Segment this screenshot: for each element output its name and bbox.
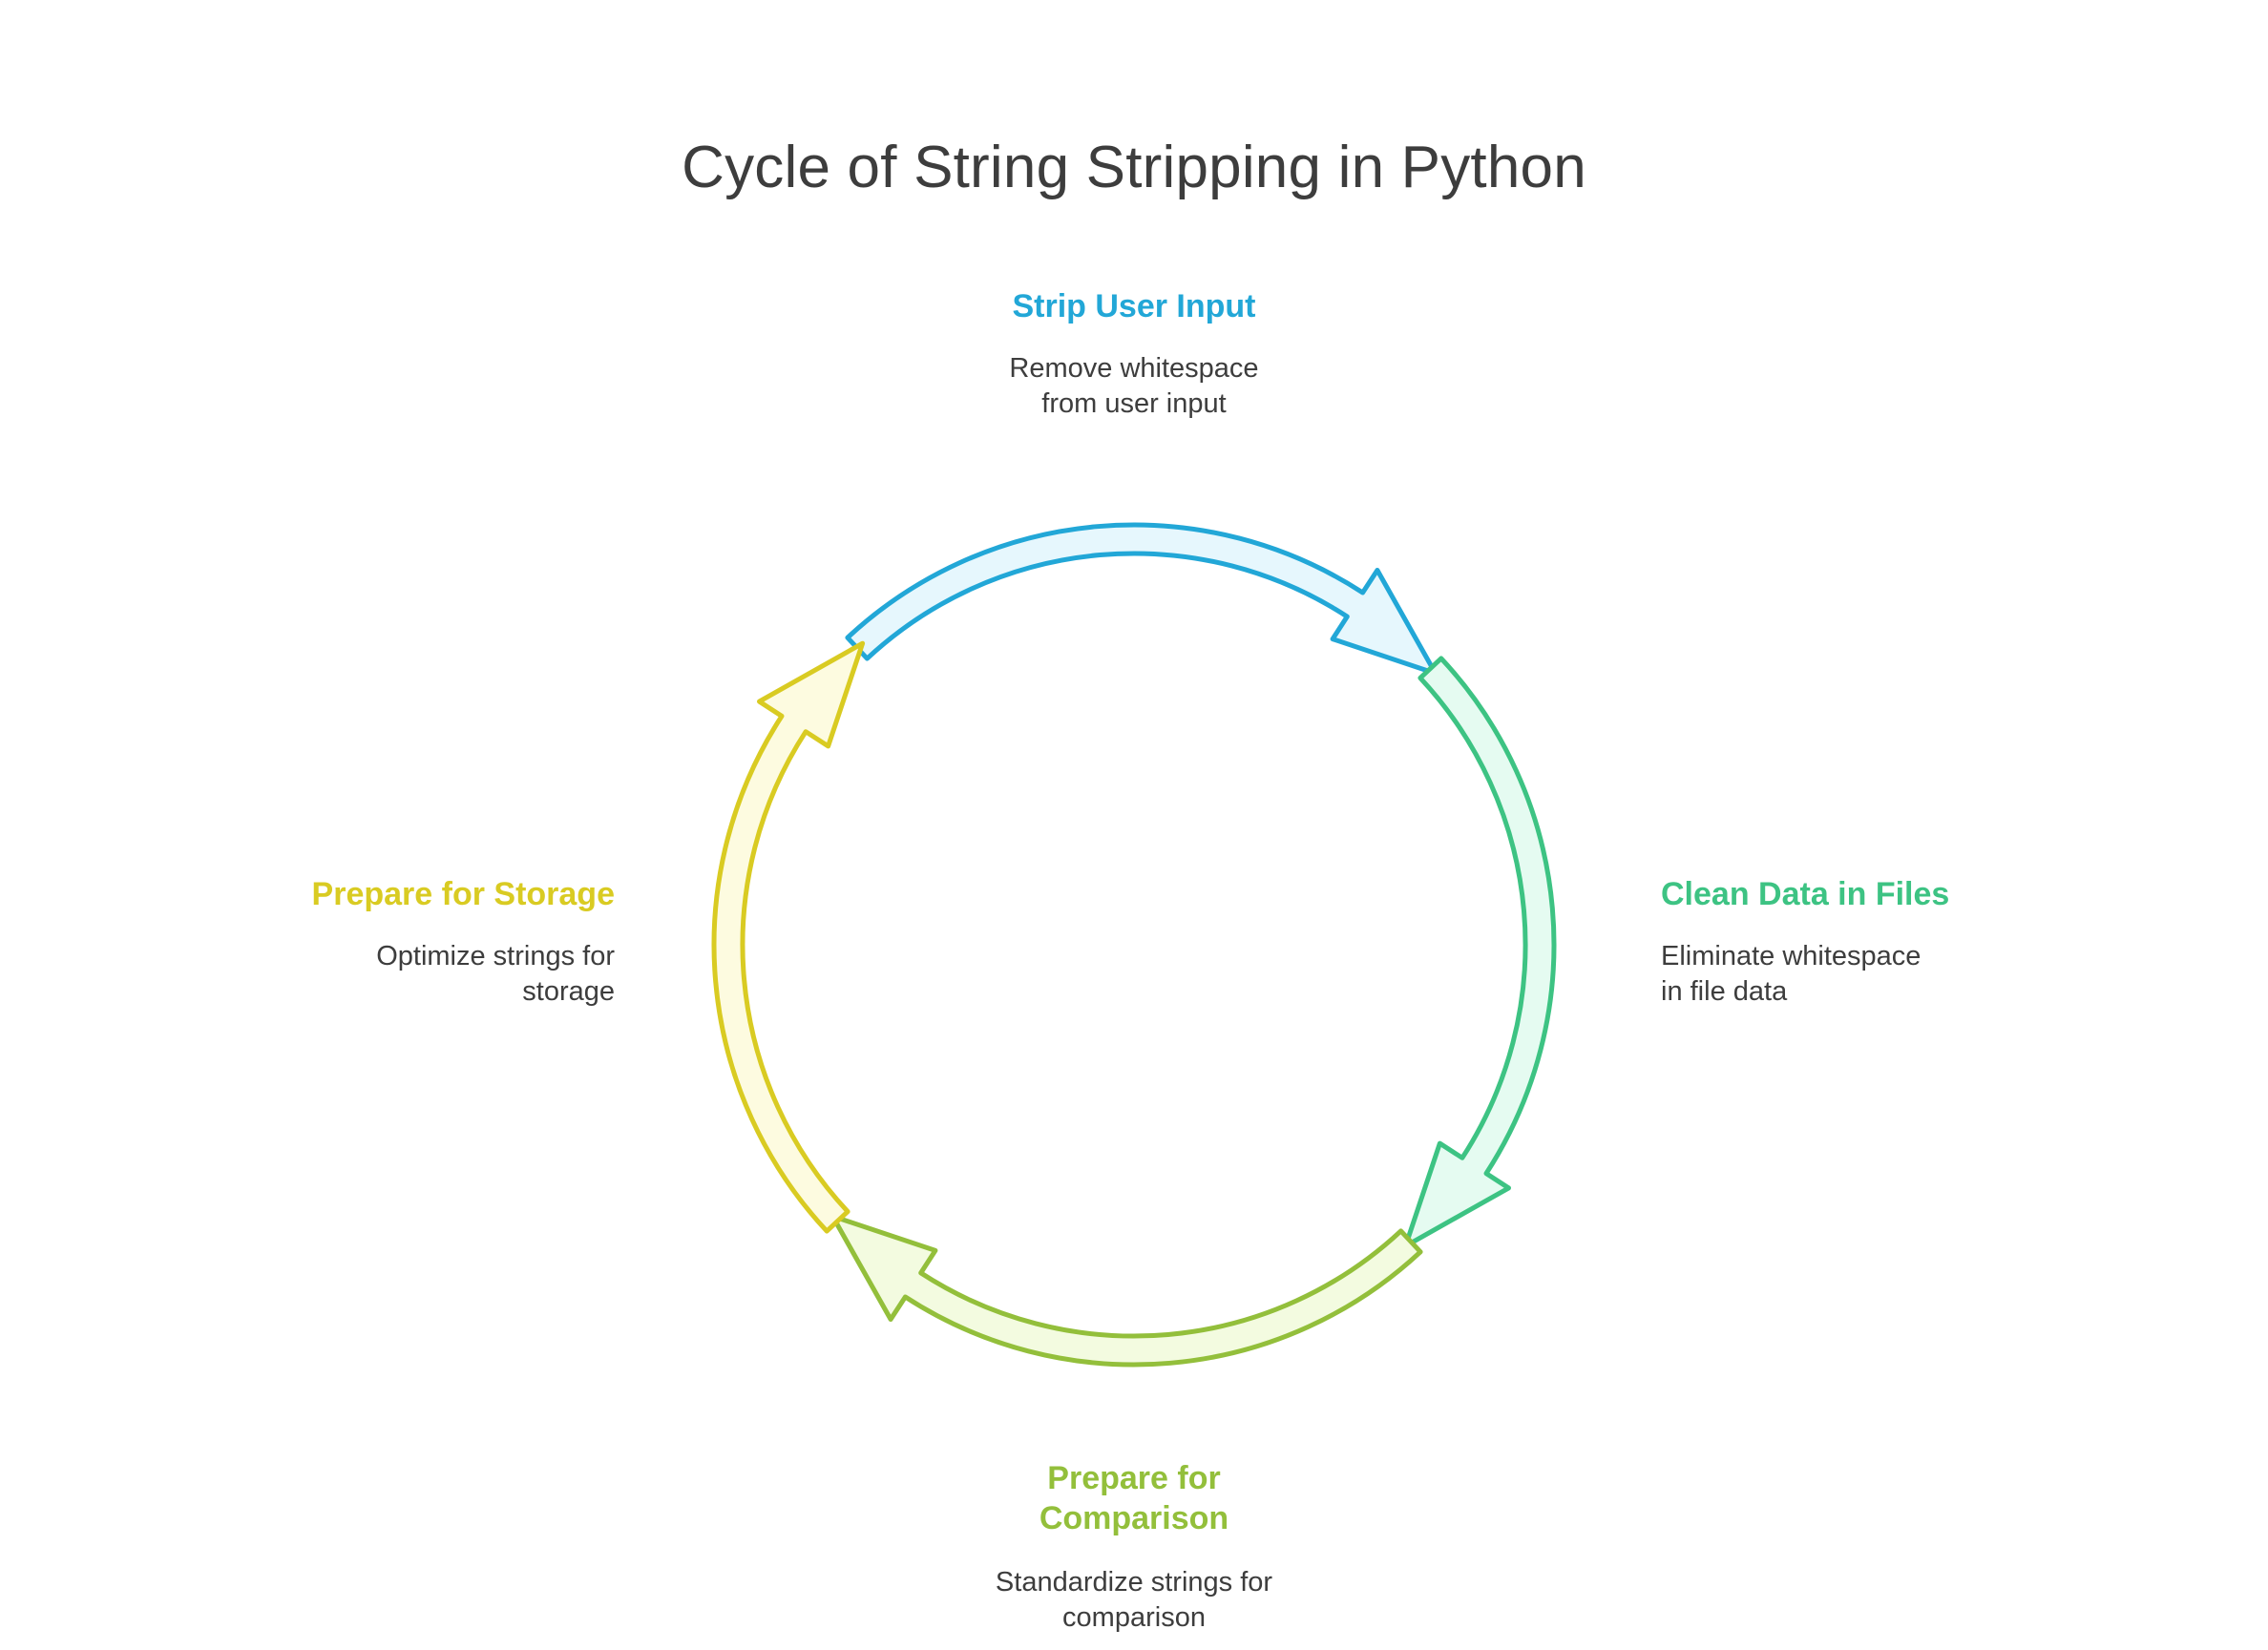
step-clean-data-in-files: Clean Data in Files Eliminate whitespace… (1661, 874, 2062, 1010)
step-label: Prepare for Storage (311, 876, 615, 912)
step-description: Remove whitespace from user input (1009, 353, 1259, 419)
step-prepare-for-storage: Prepare for Storage Optimize strings for… (229, 874, 615, 1010)
step-strip-user-input: Strip User Input Remove whitespace from … (943, 286, 1325, 422)
arrow-clockwise-left-icon (711, 640, 866, 1234)
arrow-clockwise-bottom-icon (830, 1213, 1423, 1368)
step-description: Eliminate whitespace in file data (1661, 941, 1922, 1007)
step-description: Optimize strings for storage (376, 941, 615, 1007)
step-label: Strip User Input (1012, 288, 1256, 324)
step-prepare-for-comparison: Prepare for Comparison Standardize strin… (943, 1458, 1325, 1636)
arrow-clockwise-right-icon (1402, 656, 1557, 1249)
diagram-title: Cycle of String Stripping in Python (682, 135, 1586, 200)
step-label: Clean Data in Files (1661, 876, 1950, 912)
arrow-clockwise-top-icon (845, 522, 1438, 677)
step-description: Standardize strings for comparison (995, 1567, 1273, 1633)
step-label: Prepare for Comparison (1039, 1460, 1229, 1536)
